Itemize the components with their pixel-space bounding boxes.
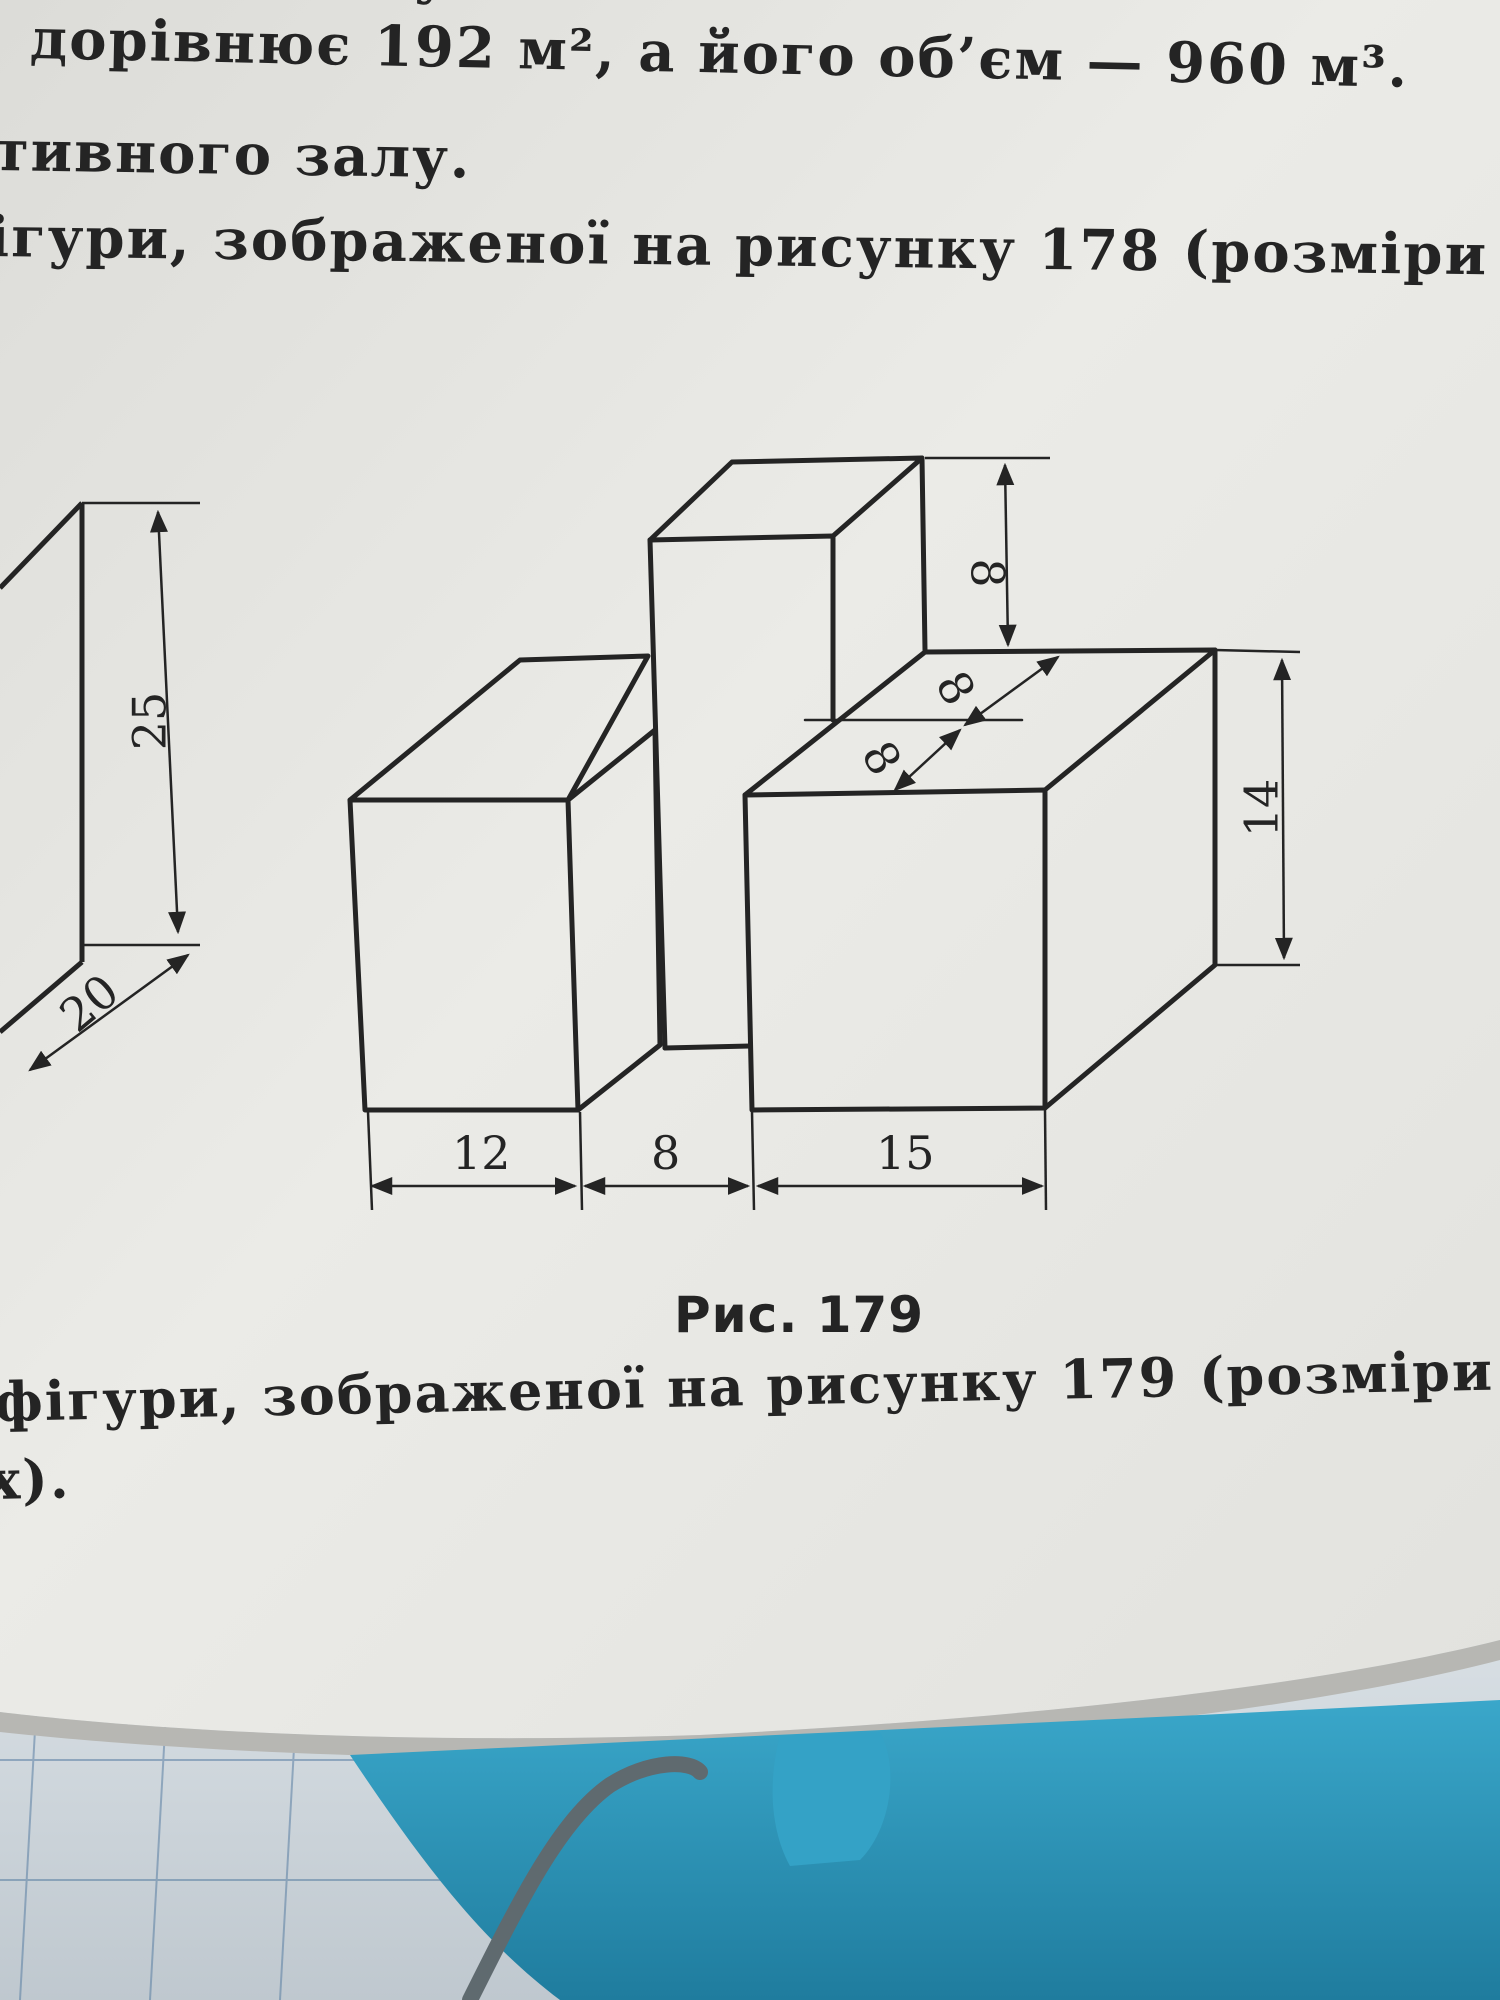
page-text-line-6: х). <box>0 1446 72 1512</box>
dimension-width-middle: 8 <box>651 1126 681 1180</box>
dimension-width-left: 12 <box>452 1126 511 1180</box>
dimension-width-right: 15 <box>876 1126 935 1180</box>
dimension-height-right: 14 <box>1234 778 1289 838</box>
blue-clip-tab <box>772 1732 891 1866</box>
book-page <box>0 0 1500 1739</box>
figure-179 <box>347 455 1218 1113</box>
left-box-top <box>347 653 651 803</box>
dimension-height-top: 8 <box>960 558 1015 588</box>
middle-box-base <box>662 1043 753 1051</box>
page-text-line-3: тивного залу. <box>0 118 472 192</box>
figure-caption: Рис. 179 <box>674 1286 925 1344</box>
page-edge-shadow <box>0 1640 1500 1759</box>
right-box-top <box>742 647 1218 798</box>
prev-figure-height-label: 25 <box>122 691 177 751</box>
left-box-side <box>565 727 663 1113</box>
prev-figure-dim-lines <box>28 501 200 1072</box>
middle-box-top <box>647 455 925 543</box>
middle-box-side <box>919 455 928 653</box>
middle-box-left-edge <box>647 537 668 1051</box>
wire <box>462 1756 708 2000</box>
figure-dimension-lines <box>366 456 1301 1211</box>
